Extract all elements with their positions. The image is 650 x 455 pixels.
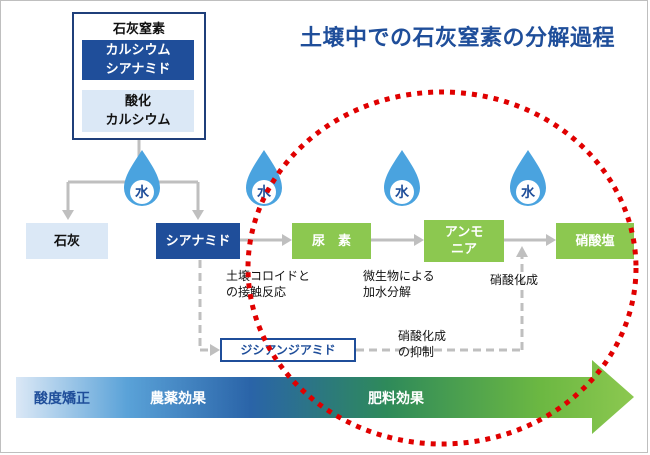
effect-acidity-correction: 酸度矯正 (34, 391, 90, 407)
label-soil-colloid-reaction: 土壌コロイドと の接触反応 (226, 269, 311, 299)
node-urea: 尿 素 (292, 223, 371, 259)
arrow-up-nitrification (516, 246, 528, 257)
effect-arrow (16, 360, 634, 434)
arrow-to-cyanamide (192, 210, 204, 220)
page-title: 土壌中での石灰窒素の分解過程 (300, 26, 616, 51)
arrow-to-dicyandiamide (210, 344, 220, 356)
legend-component-calcium-cyanamide: カルシウム シアナミド (82, 40, 194, 80)
water-label: 水 (395, 184, 410, 201)
legend-box: 石灰窒素 カルシウム シアナミド 酸化 カルシウム (72, 12, 206, 140)
water-label: 水 (521, 184, 536, 201)
label-microbial-hydrolysis: 微生物による 加水分解 (363, 269, 435, 299)
node-lime: 石灰 (26, 223, 108, 259)
legend-component-calcium-oxide: 酸化 カルシウム (82, 90, 194, 132)
node-ammonia: アンモ ニア (424, 220, 504, 262)
label-nitrification-inhibition: 硝酸化成 の抑制 (398, 329, 447, 359)
node-nitrate: 硝酸塩 (556, 223, 634, 259)
legend-heading: 石灰窒素 (112, 22, 165, 37)
node-dicyandiamide: ジシアンジアミド (220, 338, 356, 362)
node-cyanamide: シアナミド (156, 223, 240, 259)
water-label: 水 (135, 184, 150, 201)
arrow-to-lime (62, 210, 74, 220)
effect-fertilizer: 肥料効果 (368, 391, 424, 407)
label-nitrification: 硝酸化成 (490, 273, 539, 287)
effect-pesticide: 農薬効果 (150, 391, 206, 407)
water-label: 水 (257, 184, 272, 201)
